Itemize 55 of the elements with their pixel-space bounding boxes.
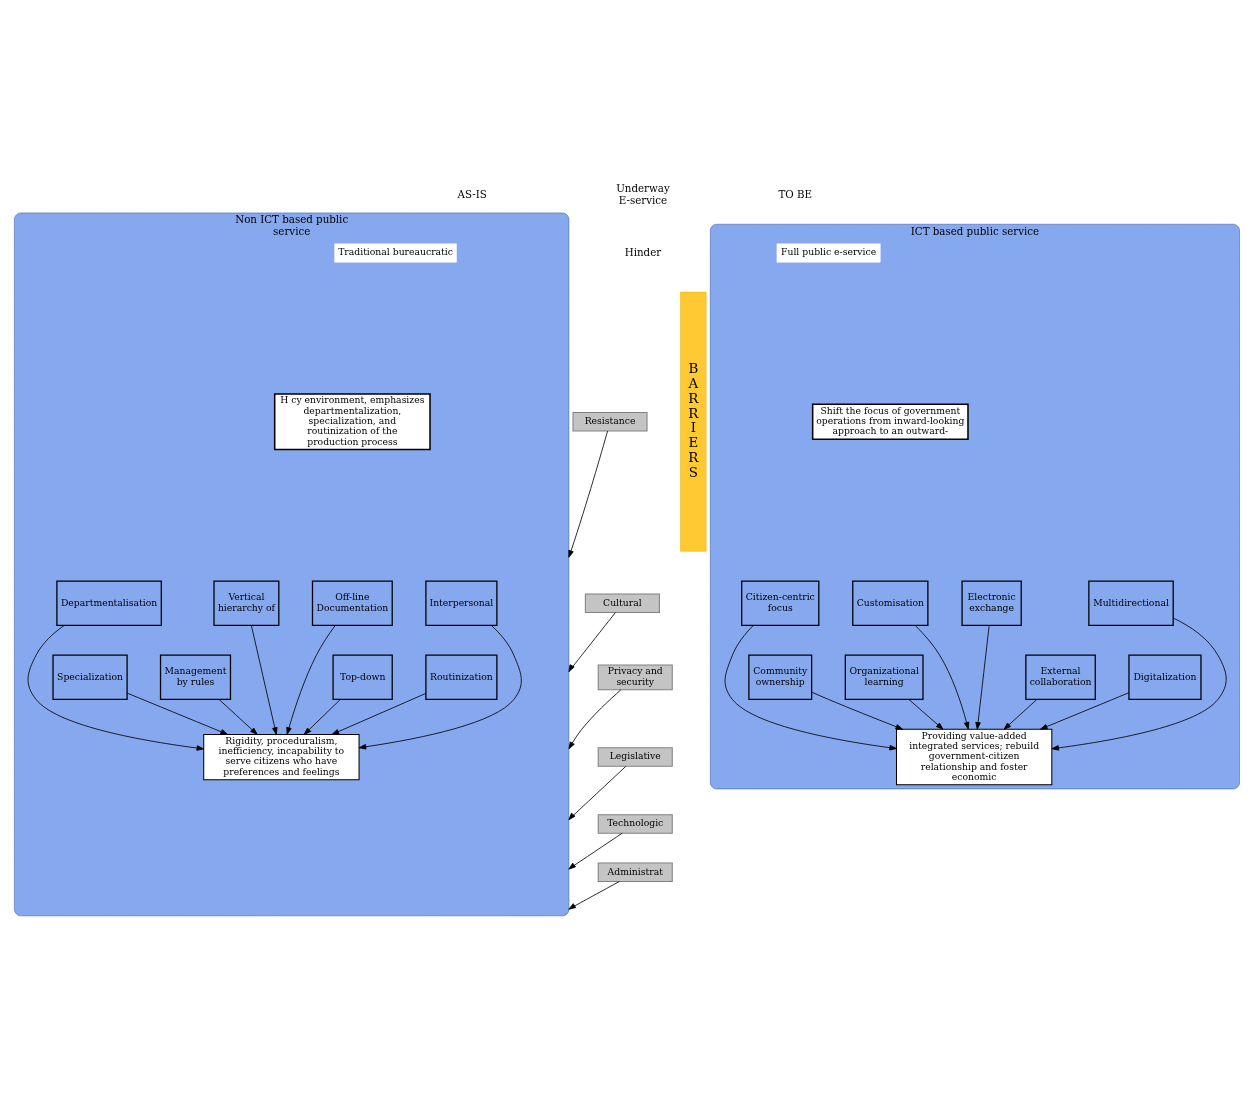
arrow: [568, 832, 623, 870]
arrow: [303, 699, 341, 735]
node-box: Citizen-centric focus: [741, 580, 820, 627]
arrow: [724, 625, 897, 751]
node-box: BARRIERS: [680, 291, 707, 552]
node-box: External collaboration: [1025, 654, 1096, 701]
node-box: Interpersonal: [425, 580, 498, 627]
node-box: Community ownership: [748, 654, 813, 701]
node-box: Digitalization: [1128, 654, 1202, 701]
arrow: [1003, 699, 1038, 730]
node-box: Top-down: [332, 654, 393, 701]
arrow: [975, 625, 990, 730]
arrow: [358, 625, 522, 750]
node-box: Electronic exchange: [961, 580, 1022, 627]
arrow: [251, 625, 278, 735]
node-box: Traditional bureaucratic: [334, 243, 457, 263]
node-box: Routinization: [425, 654, 498, 701]
arrow: [568, 430, 608, 558]
node-box: Organizational learning: [844, 654, 924, 701]
node-box: Full public e-service: [776, 243, 881, 263]
arrow: [568, 612, 616, 673]
node-box: Shift the focus of government operations from inward-looking approach to an outward-: [811, 403, 969, 440]
node-box: Rigidity, proceduralism, inefficiency, incapability to serve citizens who have preferences and feelings: [203, 733, 360, 781]
arrow: [1051, 617, 1227, 751]
node-box: Multidirectional: [1088, 580, 1174, 627]
node-box: H cy environment, emphasizes departmentalization, specialization, and routinization of the production process: [273, 393, 431, 451]
node-box: Off-line Documentation: [311, 580, 393, 627]
label: Hinder: [624, 245, 662, 258]
node-box: Legislative: [597, 747, 673, 767]
arrow: [568, 689, 622, 750]
label: TO BE: [778, 188, 812, 200]
arrow: [27, 625, 205, 751]
arrow: [914, 625, 970, 730]
arrow: [568, 881, 620, 910]
node-box: Departmentalisation: [56, 580, 162, 627]
arrow: [908, 699, 944, 730]
arrow: [286, 625, 336, 735]
node-box: Specialization: [52, 654, 128, 701]
arrow: [126, 692, 228, 735]
label: AS-IS: [457, 188, 487, 200]
arrow: [811, 691, 904, 730]
node-box: Administrat: [597, 862, 673, 883]
node-box: Technologic: [597, 814, 673, 834]
node-box: Cultural: [584, 593, 660, 614]
node-box: Customisation: [852, 580, 929, 627]
arrow: [568, 766, 627, 821]
node-box: Management by rules: [159, 654, 232, 701]
arrow: [1040, 692, 1130, 730]
node-box: Vertical hierarchy of: [213, 580, 280, 627]
node-box: Providing value-added integrated services; rebuild government-citizen relationship and foster economic: [896, 728, 1053, 786]
label: Underway E-service: [616, 182, 670, 206]
node-box: Resistance: [572, 411, 648, 432]
arrow: [218, 699, 258, 735]
arrow: [331, 693, 427, 735]
node-box: Privacy and security: [597, 664, 673, 691]
